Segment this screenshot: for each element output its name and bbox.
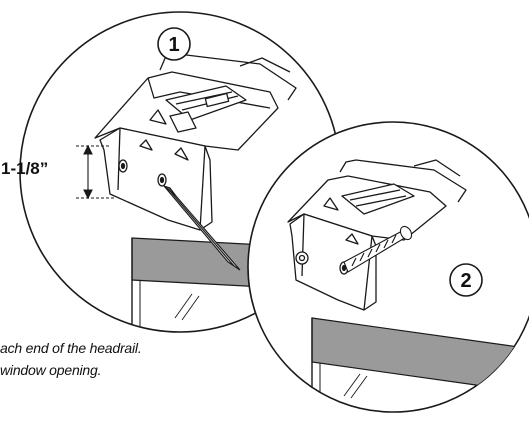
instruction-line-1: ach end of the headrail. bbox=[0, 340, 142, 356]
step-2-number: 2 bbox=[460, 270, 471, 292]
step-1-badge: 1 bbox=[157, 27, 191, 61]
pencil-icon bbox=[163, 185, 241, 271]
mounting-bracket-2 bbox=[287, 159, 467, 311]
dimension-label: 1-1/8” bbox=[1, 159, 48, 178]
step-1-number: 1 bbox=[168, 34, 179, 56]
instruction-line-2: window opening. bbox=[0, 362, 102, 378]
detail-circle-2 bbox=[247, 121, 529, 413]
screw-icon bbox=[343, 225, 413, 273]
dimension-marker bbox=[76, 144, 114, 200]
step-2-badge: 2 bbox=[449, 263, 483, 297]
